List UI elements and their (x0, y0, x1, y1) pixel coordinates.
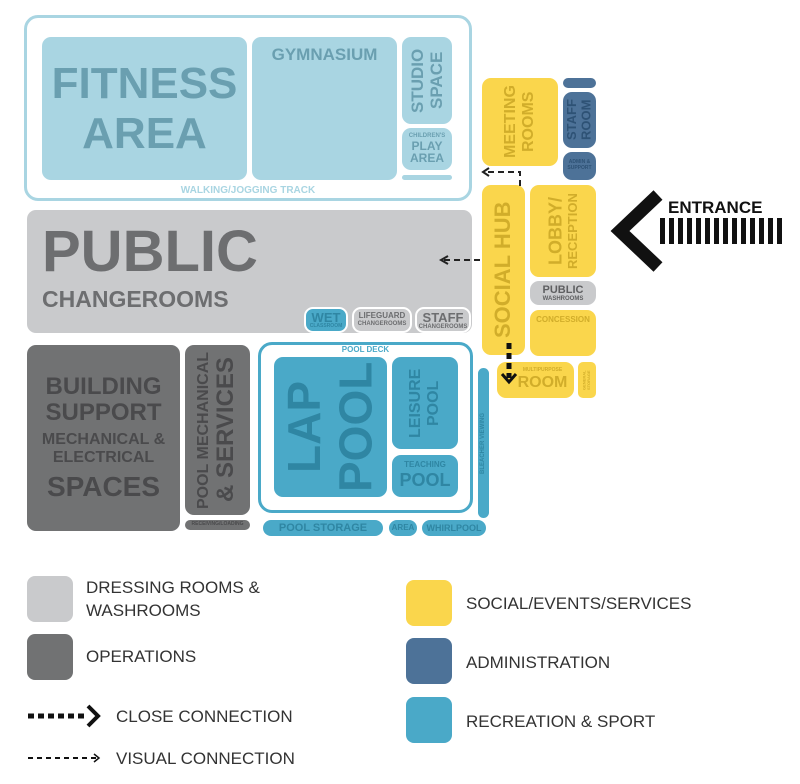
arrowhead-1 (481, 167, 490, 177)
legend-swatch-admin (406, 638, 452, 684)
public-label: PUBLIC (42, 219, 258, 284)
legend-dressing: DRESSING ROOMS & WASHROOMS (86, 578, 260, 620)
gymnasium: GYMNASIUM (252, 37, 397, 180)
lifeguard-sub: CHANGEROOMS (357, 321, 407, 328)
play-small: CHILDREN'S (408, 133, 446, 140)
fitness-area: FITNESS AREA (42, 37, 247, 180)
staff-label: STAFF (422, 309, 464, 325)
pool-deck-label: POOL DECK (341, 345, 390, 354)
staff-sub: CHANGEROOMS (418, 323, 468, 330)
multi-small: MULTIPURPOSE (522, 367, 563, 374)
pool-storage: POOL STORAGE (263, 520, 383, 536)
entrance-arrowhead (610, 190, 663, 272)
legend-operations: OPERATIONS (86, 647, 197, 666)
admin-pill (563, 78, 596, 88)
small-bar (402, 175, 452, 180)
area: AREA (389, 520, 417, 536)
lifeguard-label: LIFEGUARD (358, 311, 406, 321)
teaching-label: POOL (399, 470, 451, 491)
legend-visual-head (93, 753, 101, 763)
admin-support: ADMIN & SUPPORT (563, 152, 596, 180)
legend-swatch-dressing (27, 576, 73, 622)
legend-swatch-operations (27, 634, 73, 680)
building-3: SPACES (46, 471, 161, 503)
arrowhead-3 (500, 373, 518, 385)
legend-social: SOCIAL/EVENTS/SERVICES (466, 594, 692, 613)
legend-visual: VISUAL CONNECTION (116, 749, 295, 768)
room-label: ROOM (517, 373, 568, 391)
visual-connection-arrow-1 (484, 171, 521, 186)
legend-close-head (86, 704, 101, 728)
changerooms-label: CHANGEROOMS (42, 285, 229, 312)
legend-admin: ADMINISTRATION (466, 653, 611, 672)
pub-wash: PUBLIC (542, 283, 584, 296)
track-label: WALKING/JOGGING TRACK (180, 185, 316, 196)
teaching-small: TEACHING (404, 460, 446, 470)
pool-deck-border (258, 342, 473, 513)
entrance-label: ENTRANCE (668, 198, 763, 217)
concession: CONCESSION (530, 310, 596, 356)
play-label: PLAY AREA (409, 138, 444, 166)
building-2: MECHANICAL & ELECTRICAL (41, 431, 166, 467)
receiving-loading: RECEIVING/LOADING (185, 520, 250, 530)
legend-swatch-recreation (406, 697, 452, 743)
whirlpool: WHIRLPOOL (422, 520, 486, 536)
legend-close: CLOSE CONNECTION (116, 707, 293, 726)
legend-swatch-social (406, 580, 452, 626)
wet-label: WET (311, 310, 341, 325)
legend-recreation: RECREATION & SPORT (466, 712, 656, 731)
washrooms-label: WASHROOMS (542, 295, 584, 302)
fitness-zone-border (24, 15, 472, 201)
building-support: BUILDING SUPPORT MECHANICAL & ELECTRICAL S… (27, 345, 180, 531)
wet-sub: CLASSROOM (309, 323, 343, 329)
building-1: BUILDING SUPPORT (45, 372, 162, 427)
arrowhead-2 (438, 255, 449, 265)
